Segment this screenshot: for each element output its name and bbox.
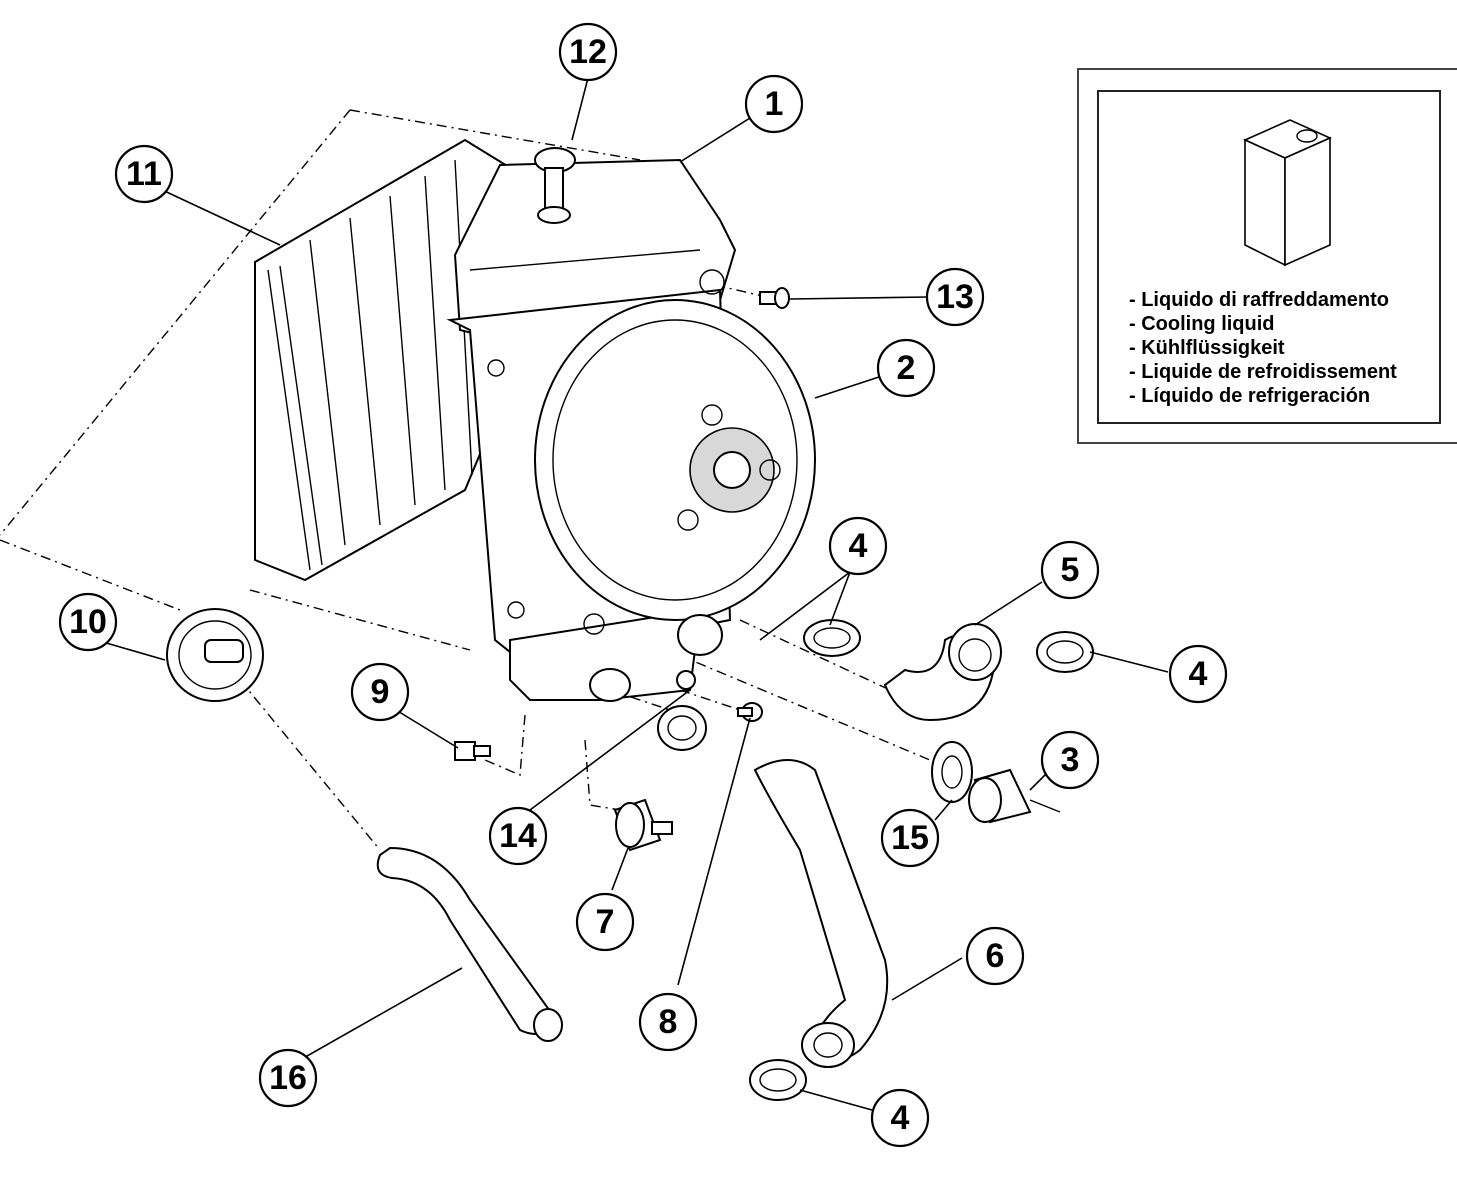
legend-box: - Liquido di raffreddamento - Cooling li… xyxy=(1077,68,1457,444)
callout-2: 2 xyxy=(876,338,936,398)
legend-inner: - Liquido di raffreddamento - Cooling li… xyxy=(1097,90,1441,424)
bolt-9 xyxy=(454,741,491,761)
svg-text:16: 16 xyxy=(269,1059,307,1097)
hose-ports xyxy=(589,614,723,702)
svg-text:15: 15 xyxy=(891,819,929,857)
callout-8: 8 xyxy=(638,992,698,1052)
svg-text:6: 6 xyxy=(986,937,1005,975)
callout-15: 15 xyxy=(880,808,940,868)
legend-item-de: - Kühlflüssigkeit xyxy=(1129,337,1285,359)
screw-13 xyxy=(759,287,790,309)
svg-text:3: 3 xyxy=(1061,741,1080,779)
hose-6 xyxy=(753,759,889,1068)
svg-text:5: 5 xyxy=(1061,551,1080,589)
svg-text:10: 10 xyxy=(69,603,107,641)
callout-13: 13 xyxy=(925,267,985,327)
legend-item-en: - Cooling liquid xyxy=(1129,313,1275,335)
hose-clamps xyxy=(657,619,1094,1101)
leader-lines xyxy=(95,77,1169,1111)
svg-text:8: 8 xyxy=(659,1003,678,1041)
legend-item-es: - Líquido de refrigeración xyxy=(1129,385,1371,407)
callout-4: 4 xyxy=(828,516,888,576)
coolant-container-icon xyxy=(1243,119,1332,267)
callout-11: 11 xyxy=(114,144,174,204)
svg-text:4: 4 xyxy=(849,527,868,565)
svg-text:4: 4 xyxy=(891,1099,910,1137)
callout-1: 1 xyxy=(744,74,804,134)
circlip-and-sensor xyxy=(931,741,1061,824)
callout-7: 7 xyxy=(575,892,635,952)
rubber-mount xyxy=(613,798,673,852)
svg-text:9: 9 xyxy=(371,673,390,711)
svg-text:11: 11 xyxy=(126,155,162,193)
callout-9: 9 xyxy=(350,662,410,722)
bolt-8 xyxy=(737,702,763,722)
assembly-lines xyxy=(0,109,931,851)
drain-plug xyxy=(166,608,264,702)
cooling-fan xyxy=(534,299,816,621)
legend-item-fr: - Liquide de refroidissement xyxy=(1129,361,1397,383)
svg-text:2: 2 xyxy=(897,349,916,387)
callout-10: 10 xyxy=(58,592,118,652)
callout-16: 16 xyxy=(258,1048,318,1108)
radiator-cap xyxy=(534,147,576,224)
callout-4: 4 xyxy=(1168,644,1228,704)
legend-list: - Liquido di raffreddamento - Cooling li… xyxy=(1129,288,1397,408)
svg-text:7: 7 xyxy=(596,903,615,941)
svg-text:4: 4 xyxy=(1189,655,1208,693)
hose-5 xyxy=(883,623,1002,722)
callout-12: 12 xyxy=(558,22,618,82)
hose-16 xyxy=(376,846,563,1042)
callout-3: 3 xyxy=(1040,730,1100,790)
legend-item-it: - Liquido di raffreddamento xyxy=(1129,289,1389,311)
svg-text:1: 1 xyxy=(765,85,784,123)
callout-14: 14 xyxy=(488,806,548,866)
callout-6: 6 xyxy=(965,926,1025,986)
svg-text:12: 12 xyxy=(569,33,607,71)
callout-4: 4 xyxy=(870,1088,930,1148)
svg-text:13: 13 xyxy=(936,278,974,316)
svg-text:14: 14 xyxy=(499,817,537,855)
callout-5: 5 xyxy=(1040,540,1100,600)
